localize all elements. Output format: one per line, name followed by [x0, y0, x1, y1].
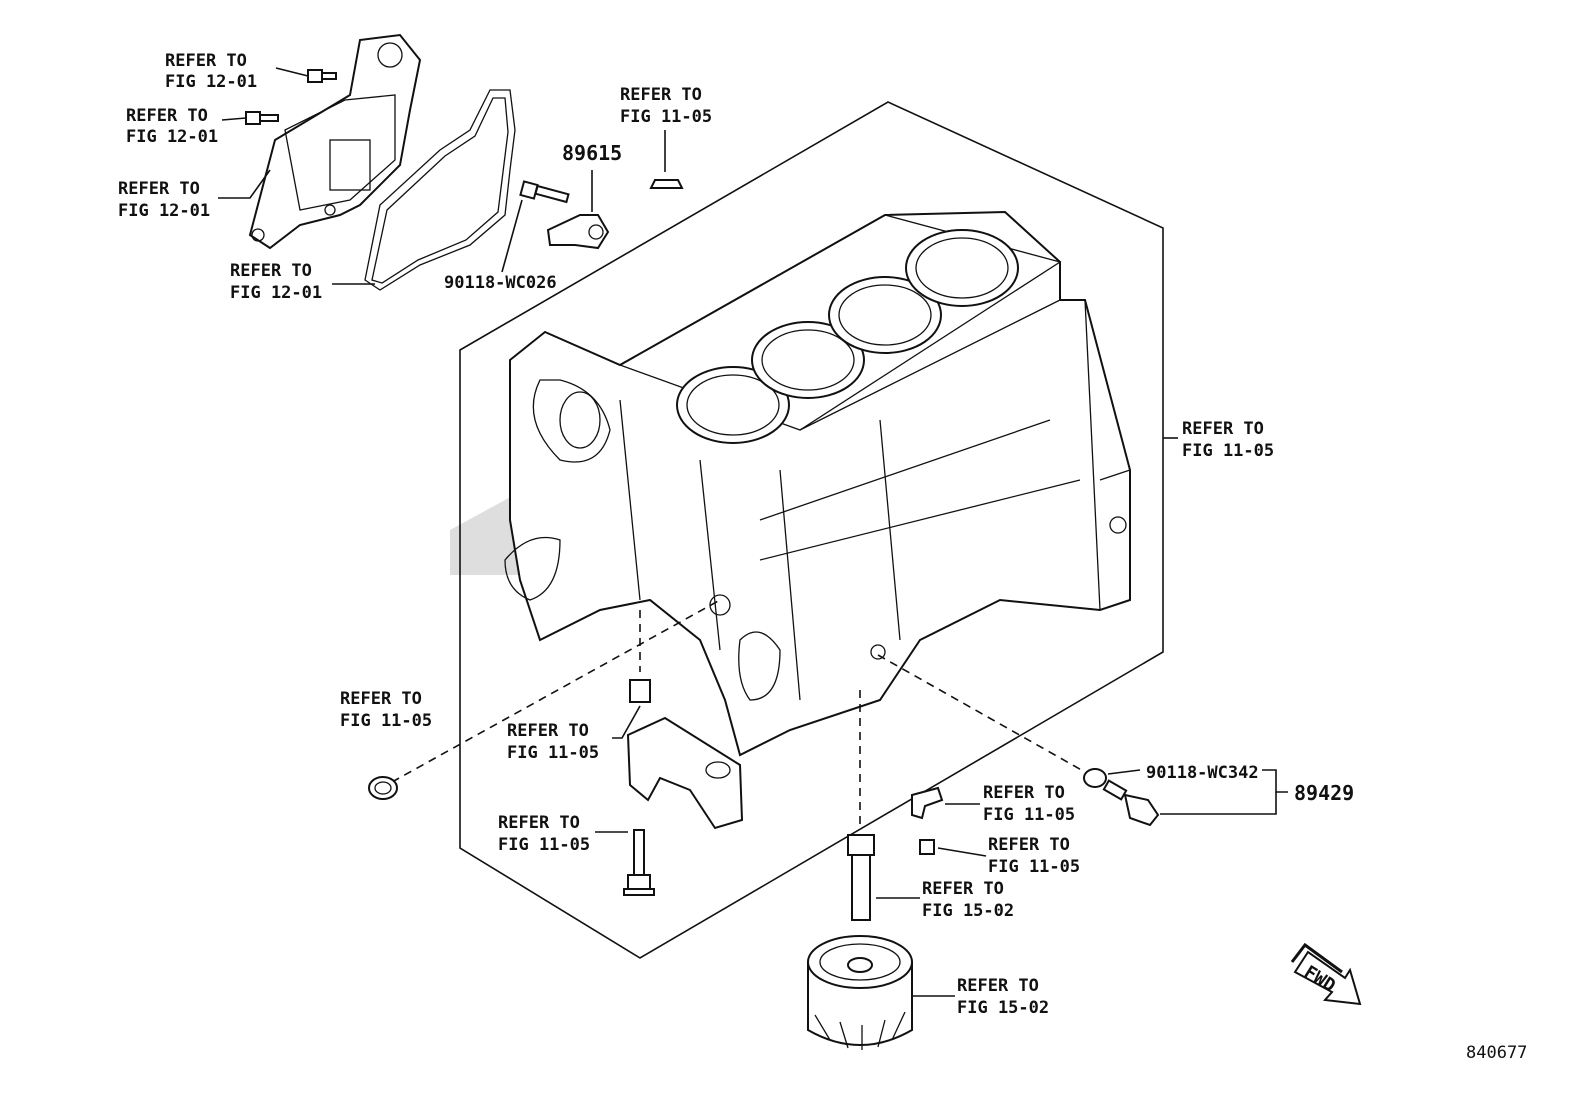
svg-text:FIG 12-01: FIG 12-01 — [230, 283, 322, 303]
cover-gasket — [364, 89, 516, 291]
callout-refer-fig11-05[interactable]: REFER TO FIG 11-05 — [620, 85, 712, 127]
bolt-icon — [245, 111, 279, 125]
oil-filter — [807, 935, 913, 1050]
callout-refer-fig11-05[interactable]: REFER TO FIG 11-05 — [988, 835, 1080, 877]
callout-refer-fig12-01[interactable]: REFER TO FIG 12-01 — [230, 261, 322, 303]
svg-text:FIG 15-02: FIG 15-02 — [922, 901, 1014, 921]
guide-line — [877, 654, 1086, 773]
part-number-89615[interactable]: 89615 — [562, 141, 622, 165]
callout-refer-fig15-02[interactable]: REFER TO FIG 15-02 — [957, 976, 1049, 1018]
bolt-icon — [307, 69, 337, 83]
cap-bolt — [623, 829, 655, 896]
callout-refer-fig15-02[interactable]: REFER TO FIG 15-02 — [922, 879, 1014, 921]
svg-text:FIG 12-01: FIG 12-01 — [126, 127, 218, 147]
svg-text:FIG 11-05: FIG 11-05 — [1182, 441, 1274, 461]
svg-text:FIG 12-01: FIG 12-01 — [165, 72, 257, 92]
dowel-pin — [629, 679, 651, 703]
cylinder-block — [504, 210, 1131, 757]
callout-refer-fig11-05[interactable]: REFER TO FIG 11-05 — [340, 689, 432, 731]
main-bearing-cap — [626, 716, 744, 830]
callout-refer-fig11-05[interactable]: REFER TO FIG 11-05 — [983, 783, 1075, 825]
svg-text:REFER TO: REFER TO — [165, 51, 247, 71]
svg-text:FIG 15-02: FIG 15-02 — [957, 998, 1049, 1018]
o-ring-icon — [1083, 768, 1107, 788]
svg-text:FIG 11-05: FIG 11-05 — [620, 107, 712, 127]
svg-text:FIG 11-05: FIG 11-05 — [988, 857, 1080, 877]
svg-text:REFER TO: REFER TO — [126, 106, 208, 126]
callout-refer-fig11-05[interactable]: REFER TO FIG 11-05 — [507, 721, 599, 763]
callout-refer-fig11-05[interactable]: REFER TO FIG 11-05 — [1182, 419, 1274, 461]
callout-refer-fig12-01[interactable]: REFER TO FIG 12-01 — [126, 106, 218, 147]
svg-text:REFER TO: REFER TO — [507, 721, 589, 741]
svg-text:REFER TO: REFER TO — [118, 179, 200, 199]
guide-line — [391, 599, 721, 783]
part-number-90118-wc342[interactable]: 90118-WC342 — [1146, 763, 1259, 783]
svg-text:REFER TO: REFER TO — [620, 85, 702, 105]
knock-sensor-89429 — [1102, 779, 1160, 827]
oil-filter-stud — [847, 834, 875, 921]
assembly-frame — [459, 101, 1164, 959]
front-cover — [248, 33, 422, 250]
svg-text:REFER TO: REFER TO — [988, 835, 1070, 855]
svg-text:FIG 11-05: FIG 11-05 — [507, 743, 599, 763]
bracket-icon — [911, 786, 944, 820]
plug-icon — [649, 179, 684, 189]
svg-text:REFER TO: REFER TO — [498, 813, 580, 833]
svg-text:FIG 11-05: FIG 11-05 — [498, 835, 590, 855]
callout-refer-fig11-05[interactable]: REFER TO FIG 11-05 — [498, 813, 590, 855]
svg-text:REFER TO: REFER TO — [983, 783, 1065, 803]
callout-refer-fig12-01[interactable]: REFER TO FIG 12-01 — [118, 179, 210, 221]
svg-text:REFER TO: REFER TO — [230, 261, 312, 281]
o-ring-icon — [368, 776, 398, 800]
svg-text:REFER TO: REFER TO — [340, 689, 422, 709]
svg-text:FIG 12-01: FIG 12-01 — [118, 201, 210, 221]
fwd-arrow-icon: FWD — [1290, 942, 1362, 1006]
part-number-90118-wc026[interactable]: 90118-WC026 — [444, 273, 557, 293]
figure-code: 840677 — [1466, 1043, 1527, 1063]
part-number-89429[interactable]: 89429 — [1294, 781, 1354, 805]
svg-text:REFER TO: REFER TO — [922, 879, 1004, 899]
svg-text:REFER TO: REFER TO — [1182, 419, 1264, 439]
bolt-icon — [919, 839, 935, 855]
callout-refer-fig12-01[interactable]: REFER TO FIG 12-01 — [165, 51, 257, 92]
svg-text:FIG 11-05: FIG 11-05 — [983, 805, 1075, 825]
svg-text:FIG 11-05: FIG 11-05 — [340, 711, 432, 731]
crank-position-sensor — [519, 180, 610, 250]
svg-text:REFER TO: REFER TO — [957, 976, 1039, 996]
